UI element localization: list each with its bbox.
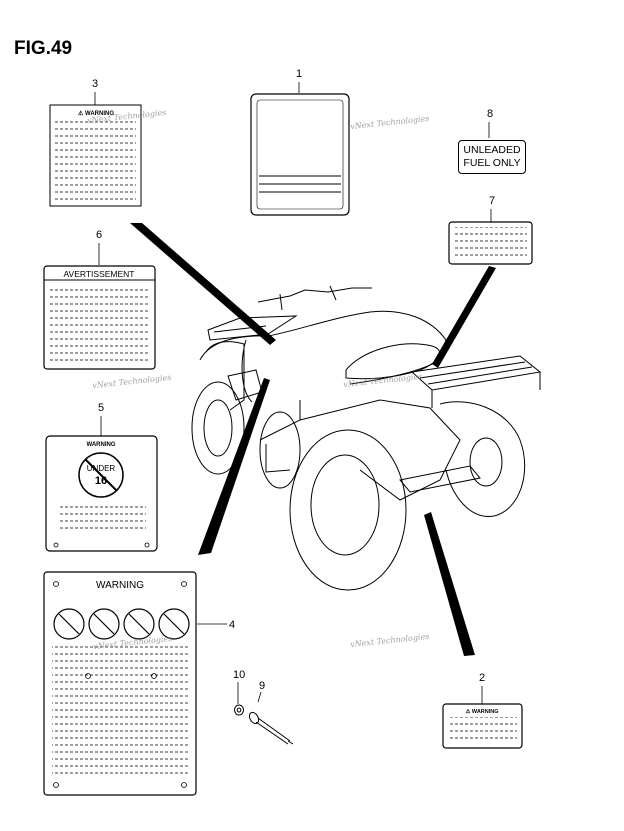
under-text: UNDER [87, 464, 116, 473]
callout-3: 3 [92, 78, 99, 90]
callout-9: 9 [259, 680, 266, 692]
callout-8: 8 [487, 108, 494, 120]
label-7 [448, 221, 533, 265]
callout-7: 7 [489, 195, 496, 207]
callout-10: 10 [233, 669, 246, 681]
fuel-label-line1: UNLEADED [463, 144, 521, 156]
fuel-label-line2: FUEL ONLY [463, 157, 521, 169]
rivet-part [234, 704, 294, 745]
label-4: WARNING [43, 571, 197, 796]
callout-5: 5 [98, 402, 105, 414]
label-1 [250, 93, 350, 216]
avertissement-text: AVERTISSEMENT [63, 269, 134, 279]
callout-6: 6 [96, 229, 103, 241]
warning-small-text: WARNING [87, 442, 116, 448]
label-2: ⚠ WARNING [442, 703, 523, 749]
age-text: 16 [95, 475, 107, 487]
unleaded-fuel-label: UNLEADED FUEL ONLY [458, 140, 526, 174]
label-6: AVERTISSEMENT [43, 265, 156, 370]
warning-text: WARNING [96, 580, 144, 591]
figure-title: FIG.49 [14, 38, 73, 59]
pointer-wedges [130, 223, 496, 656]
svg-text:⚠ WARNING: ⚠ WARNING [78, 110, 114, 117]
callout-2: 2 [479, 672, 486, 684]
callout-1: 1 [296, 68, 303, 80]
svg-text:⚠ WARNING: ⚠ WARNING [465, 708, 498, 715]
callout-4: 4 [229, 619, 236, 631]
atv-illustration [191, 285, 542, 591]
label-3: ⚠ WARNING [49, 104, 142, 207]
label-5: WARNING UNDER 16 [45, 435, 158, 552]
